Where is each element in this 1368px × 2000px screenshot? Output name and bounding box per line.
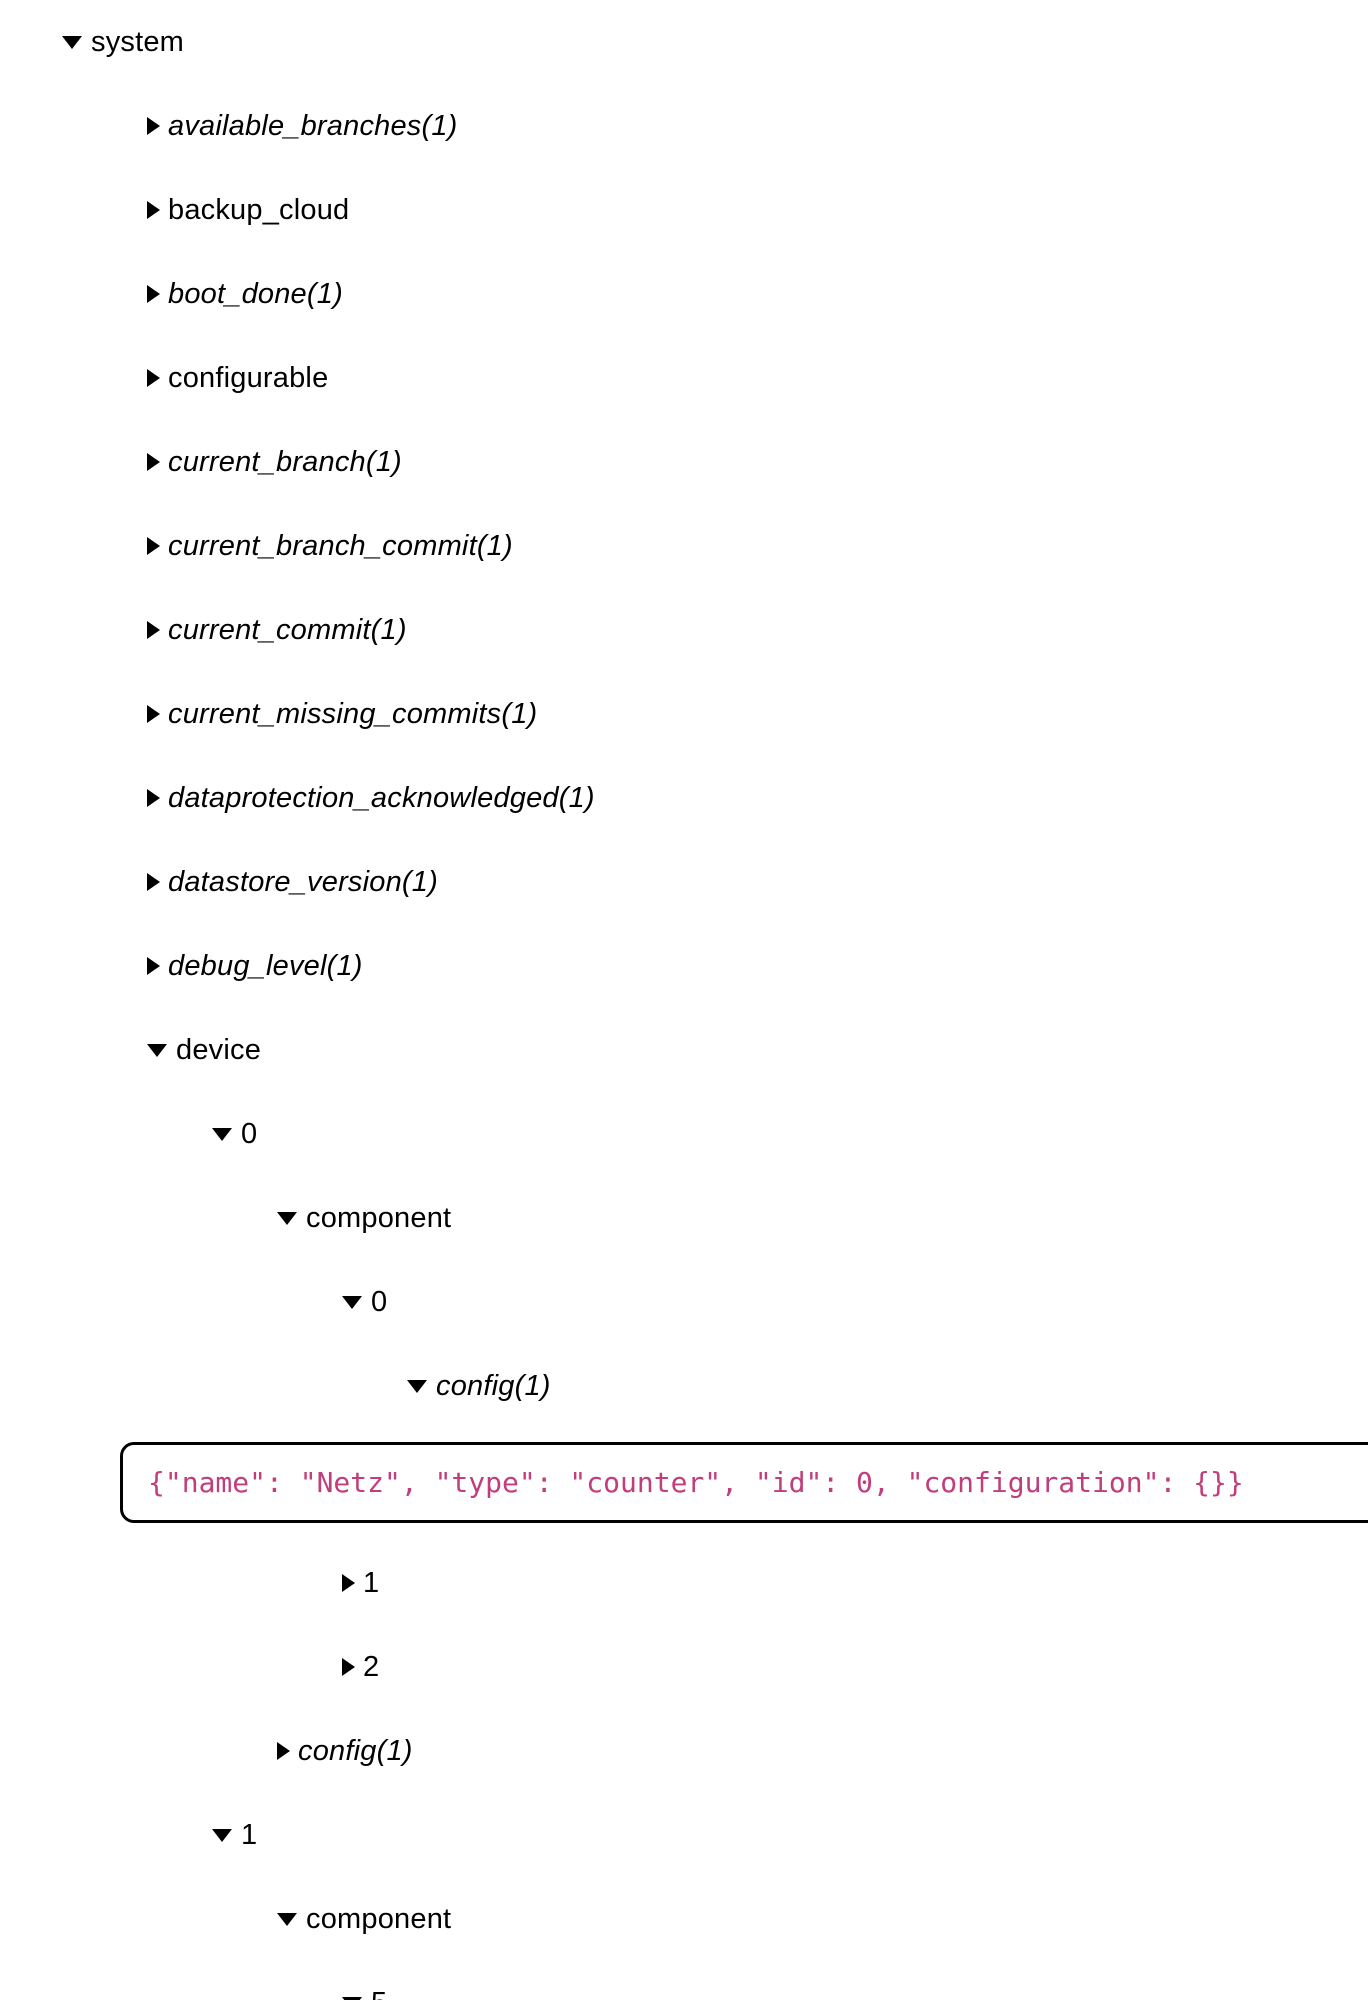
chevron-right-icon[interactable] [147, 201, 160, 219]
chevron-down-icon[interactable] [147, 1043, 167, 1057]
tree-node-label: available_branches(1) [168, 109, 458, 142]
tree-node-label: 0 [241, 1117, 258, 1150]
chevron-right-icon[interactable] [277, 1742, 290, 1760]
tree-node-current-missing-commits-1[interactable]: current_missing_commits(1) [0, 672, 1368, 756]
chevron-down-icon[interactable] [212, 1828, 232, 1842]
tree-node-current-branch-1[interactable]: current_branch(1) [0, 420, 1368, 504]
tree-node-label: current_commit(1) [168, 613, 407, 646]
tree-node-datastore-version-1[interactable]: datastore_version(1) [0, 840, 1368, 924]
config-value-box: {"name": "Netz", "type": "counter", "id"… [120, 1442, 1368, 1523]
tree-node-5[interactable]: 5 [0, 1961, 1368, 2000]
tree-node-backup-cloud[interactable]: backup_cloud [0, 168, 1368, 252]
chevron-down-icon[interactable] [277, 1912, 297, 1926]
tree-node-component[interactable]: component [0, 1176, 1368, 1260]
tree-node-label: current_branch_commit(1) [168, 529, 513, 562]
tree-node-label: config(1) [298, 1734, 413, 1767]
chevron-right-icon[interactable] [147, 621, 160, 639]
chevron-down-icon[interactable] [277, 1211, 297, 1225]
tree-node-label: 1 [241, 1818, 258, 1851]
tree-node-label: config(1) [436, 1369, 551, 1402]
chevron-down-icon[interactable] [62, 35, 82, 49]
chevron-down-icon[interactable] [407, 1379, 427, 1393]
tree-node-dataprotection-acknowledged-1[interactable]: dataprotection_acknowledged(1) [0, 756, 1368, 840]
chevron-right-icon[interactable] [147, 537, 160, 555]
tree-node-label: component [306, 1902, 452, 1935]
tree-node-debug-level-1[interactable]: debug_level(1) [0, 924, 1368, 1008]
tree-node-1[interactable]: 1 [0, 1541, 1368, 1625]
chevron-down-icon[interactable] [212, 1127, 232, 1141]
tree-node-label: component [306, 1201, 452, 1234]
tree-node-label: boot_done(1) [168, 277, 343, 310]
config-value-row: {"name": "Netz", "type": "counter", "id"… [0, 1428, 1368, 1541]
tree-node-0[interactable]: 0 [0, 1260, 1368, 1344]
tree-node-label: 1 [363, 1566, 380, 1599]
tree-node-label: configurable [168, 361, 329, 394]
tree-node-label: datastore_version(1) [168, 865, 438, 898]
tree-node-config-1[interactable]: config(1) [0, 1344, 1368, 1428]
chevron-right-icon[interactable] [147, 453, 160, 471]
tree-node-label: 2 [363, 1650, 380, 1683]
tree-node-0[interactable]: 0 [0, 1092, 1368, 1176]
tree-node-current-branch-commit-1[interactable]: current_branch_commit(1) [0, 504, 1368, 588]
chevron-right-icon[interactable] [147, 789, 160, 807]
chevron-right-icon[interactable] [147, 285, 160, 303]
chevron-right-icon[interactable] [342, 1658, 355, 1676]
chevron-right-icon[interactable] [147, 117, 160, 135]
tree-node-2[interactable]: 2 [0, 1625, 1368, 1709]
tree-node-boot-done-1[interactable]: boot_done(1) [0, 252, 1368, 336]
chevron-right-icon[interactable] [342, 1574, 355, 1592]
config-value-text: {"name": "Netz", "type": "counter", "id"… [148, 1466, 1244, 1499]
chevron-down-icon[interactable] [342, 1996, 362, 2000]
tree-node-label: dataprotection_acknowledged(1) [168, 781, 595, 814]
tree-node-component[interactable]: component [0, 1877, 1368, 1961]
tree-node-device[interactable]: device [0, 1008, 1368, 1092]
tree-node-label: device [176, 1033, 262, 1066]
tree-node-label: 0 [371, 1285, 388, 1318]
tree-node-label: system [91, 25, 185, 58]
tree-node-system[interactable]: system [0, 0, 1368, 84]
tree-node-label: current_missing_commits(1) [168, 697, 538, 730]
chevron-down-icon[interactable] [342, 1295, 362, 1309]
chevron-right-icon[interactable] [147, 873, 160, 891]
tree-node-label: debug_level(1) [168, 949, 363, 982]
tree-node-available-branches-1[interactable]: available_branches(1) [0, 84, 1368, 168]
chevron-right-icon[interactable] [147, 369, 160, 387]
tree-node-config-1[interactable]: config(1) [0, 1709, 1368, 1793]
tree-node-label: 5 [371, 1987, 387, 2000]
tree-node-label: backup_cloud [168, 193, 350, 226]
tree-node-configurable[interactable]: configurable [0, 336, 1368, 420]
tree-node-current-commit-1[interactable]: current_commit(1) [0, 588, 1368, 672]
tree-node-label: current_branch(1) [168, 445, 402, 478]
chevron-right-icon[interactable] [147, 957, 160, 975]
tree-node-1[interactable]: 1 [0, 1793, 1368, 1877]
chevron-right-icon[interactable] [147, 705, 160, 723]
